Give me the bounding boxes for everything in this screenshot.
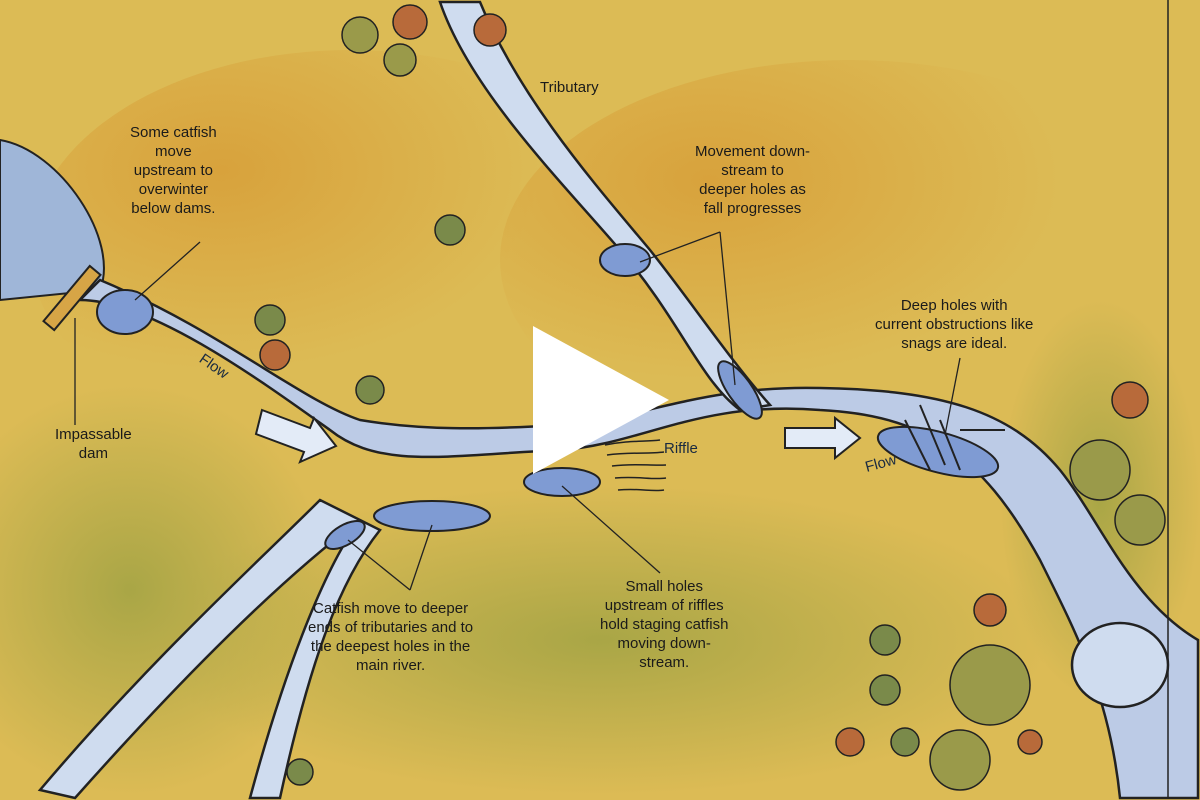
label-catfish-upstream: Some catfish move upstream to overwinter… (130, 124, 217, 217)
label-small-holes: Small holes upstream of riffles hold sta… (600, 578, 729, 671)
label-impassable-dam: Impassable dam (55, 426, 132, 462)
pointer-lines (74, 231, 961, 591)
label-movement-downstream: Movement down- stream to deeper holes as… (695, 143, 811, 217)
tributary-river (438, 0, 773, 412)
hole-snags (876, 425, 1000, 479)
hole-dam (96, 289, 154, 335)
snags (904, 404, 1005, 471)
flow-arrow-right (784, 415, 862, 461)
label-catfish-deeper: Catfish move to deeper ends of tributari… (308, 600, 474, 674)
hole-tributary-upper (599, 243, 651, 277)
flow-arrow-left (254, 408, 338, 464)
label-riffle: Riffle (664, 440, 698, 457)
hole-tributary-lower (717, 360, 763, 420)
label-tributary: Tributary (540, 79, 599, 96)
main-river (76, 278, 1200, 800)
label-deep-holes: Deep holes with current obstructions lik… (875, 297, 1034, 352)
dam (42, 264, 102, 332)
hole-trib-mouth (324, 520, 366, 550)
hole-main (373, 500, 491, 532)
trees (254, 4, 1166, 791)
play-button[interactable] (533, 326, 669, 474)
